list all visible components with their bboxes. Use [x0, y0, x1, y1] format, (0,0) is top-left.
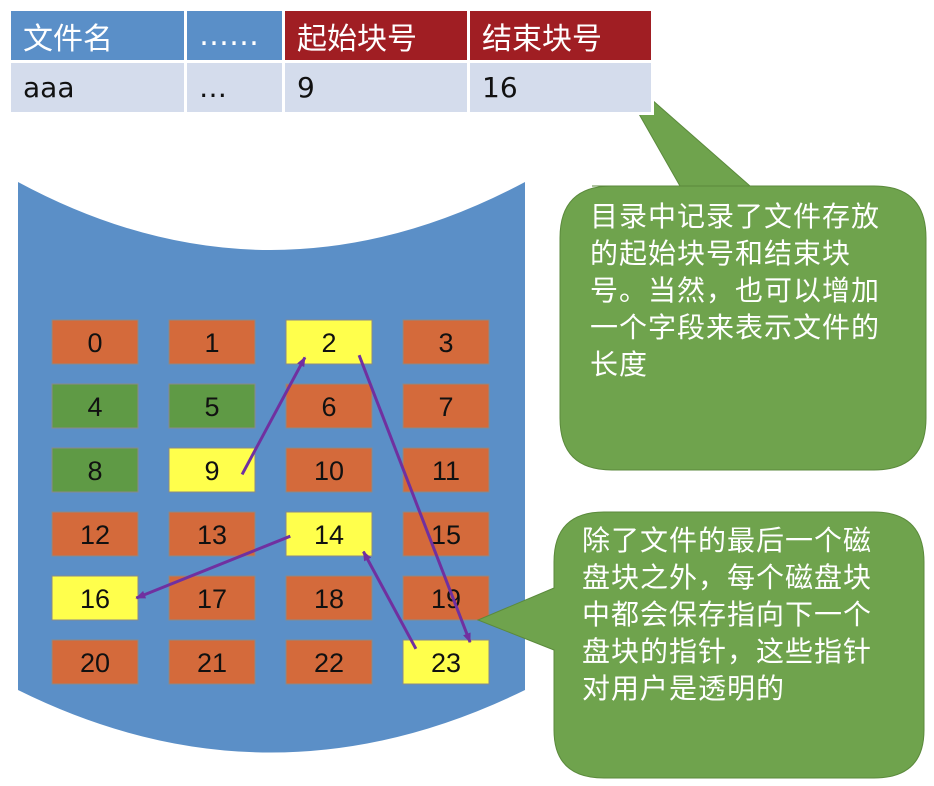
- disk-block-14: [285, 511, 373, 557]
- callout-bottom-shape: [476, 511, 925, 779]
- disk-block-10: [285, 447, 373, 493]
- directory-entry-row: aaa … 9 16: [8, 60, 654, 115]
- disk-block-16: [51, 575, 139, 621]
- header-ellipsis: ……: [184, 8, 285, 63]
- cell-start-block: 9: [282, 60, 470, 115]
- disk-block-3: [402, 319, 490, 365]
- pointer-arrow-9-to-2: [240, 356, 307, 476]
- disk-block-6: [285, 383, 373, 429]
- disk-block-label-5: 5: [204, 392, 219, 422]
- callout-bottom-text: 除了文件的最后一个磁盘块之外，每个磁盘块中都会保存指向下一个盘块的指针，这些指针…: [582, 524, 873, 705]
- disk-block-label-17: 17: [197, 584, 227, 614]
- disk-block-label-9: 9: [204, 456, 219, 486]
- cell-ellipsis: …: [184, 60, 285, 115]
- disk-block-18: [285, 575, 373, 621]
- disk-block-label-18: 18: [314, 584, 344, 614]
- disk-block-label-23: 23: [431, 648, 461, 678]
- disk-block-21: [168, 639, 256, 685]
- directory-table: 文件名 …… 起始块号 结束块号 aaa … 9 16: [8, 8, 654, 115]
- pointer-arrow-14-to-16: [135, 534, 291, 600]
- disk-block-label-14: 14: [314, 520, 344, 550]
- pointer-arrows: [135, 354, 472, 650]
- disk-block-label-7: 7: [438, 392, 453, 422]
- disk-block-label-13: 13: [197, 520, 227, 550]
- cell-end-block: 16: [467, 60, 654, 115]
- disk-block-label-3: 3: [438, 328, 453, 358]
- disk-block-15: [402, 511, 490, 557]
- disk-block-label-1: 1: [204, 328, 219, 358]
- disk-block-5: [168, 383, 256, 429]
- cell-filename: aaa: [8, 60, 187, 115]
- disk-block-17: [168, 575, 256, 621]
- disk-block-label-0: 0: [87, 328, 102, 358]
- disk-block-8: [51, 447, 139, 493]
- disk-block-label-2: 2: [321, 328, 336, 358]
- header-filename: 文件名: [8, 8, 187, 63]
- disk-block-label-10: 10: [314, 456, 344, 486]
- disk-block-label-12: 12: [80, 520, 110, 550]
- disk-block-22: [285, 639, 373, 685]
- disk-block-1: [168, 319, 256, 365]
- disk-block-20: [51, 639, 139, 685]
- pointer-arrow-23-to-14: [362, 550, 418, 650]
- disk-cylinder: [18, 182, 525, 753]
- disk-block-12: [51, 511, 139, 557]
- header-start-block: 起始块号: [282, 8, 470, 63]
- directory-header-row: 文件名 …… 起始块号 结束块号: [8, 8, 654, 63]
- disk-block-label-4: 4: [87, 392, 102, 422]
- disk-block-label-6: 6: [321, 392, 336, 422]
- disk-block-4: [51, 383, 139, 429]
- disk-block-label-20: 20: [80, 648, 110, 678]
- callout-top-shape: [559, 62, 927, 471]
- header-end-block: 结束块号: [467, 8, 654, 63]
- pointer-arrow-2-to-23: [357, 354, 472, 644]
- disk-block-11: [402, 447, 490, 493]
- disk-block-label-15: 15: [431, 520, 461, 550]
- disk-block-label-22: 22: [314, 648, 344, 678]
- callout-top-text: 目录中记录了文件存放的起始块号和结束块号。当然，也可以增加一个字段来表示文件的长…: [590, 200, 881, 381]
- disk-block-label-11: 11: [432, 456, 460, 486]
- disk-block-label-16: 16: [80, 584, 110, 614]
- disk-block-label-21: 21: [197, 648, 227, 678]
- disk-block-23: [402, 639, 490, 685]
- disk-block-label-8: 8: [87, 456, 102, 486]
- disk-block-0: [51, 319, 139, 365]
- disk-block-13: [168, 511, 256, 557]
- disk-block-9: [168, 447, 256, 493]
- disk-block-7: [402, 383, 490, 429]
